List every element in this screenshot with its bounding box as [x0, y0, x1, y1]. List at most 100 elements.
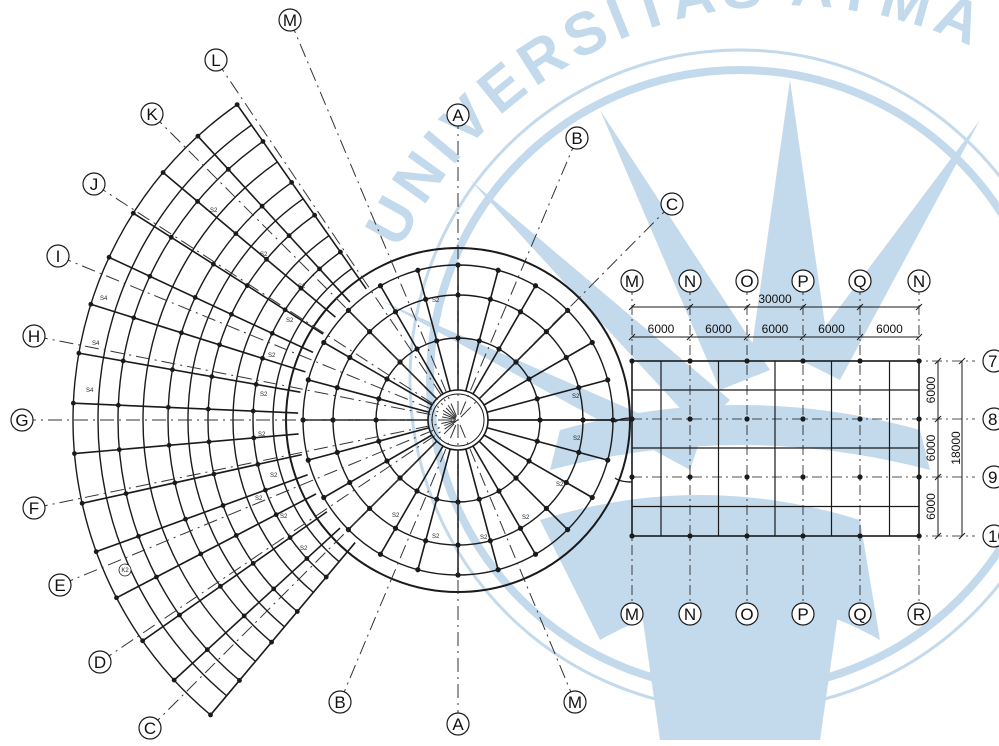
axis-label: G [15, 411, 28, 430]
slab-label: S4 [86, 388, 94, 394]
fan-axis-bubble: K [140, 102, 164, 126]
axis-label: A [452, 106, 464, 125]
fan-axis-bubble: H [22, 324, 46, 348]
watermark-text: UNIVERSITAS ATMA JAYA YO [0, 0, 999, 256]
axis-label: K [146, 105, 158, 124]
bottom-axis-bubble: B [328, 690, 352, 714]
slab-label: S2 [270, 473, 278, 479]
labels-layer: M L K J I H G F E D C A B C B A M M N O P Q N M N O P Q R 7 8 9 10 30000 6… [10, 8, 999, 740]
axis-label: E [54, 576, 65, 595]
grid-row-bubble: 9 [982, 465, 999, 489]
fan-wing-structure [70, 102, 367, 718]
slab-label: S2 [300, 546, 308, 552]
axis-label: M [625, 272, 639, 291]
bay-width-dim: 6000 [705, 322, 732, 336]
slab-label: S4 [92, 341, 100, 347]
fan-axis-bubble: D [88, 650, 112, 674]
axis-label: B [571, 129, 582, 148]
fan-axis-bubble: C [138, 716, 162, 740]
overall-width-dim: 30000 [758, 292, 792, 306]
axis-label: Q [853, 605, 866, 624]
axis-label: H [28, 327, 40, 346]
bottom-axis-bubble: A [446, 712, 470, 736]
axis-label: Q [853, 272, 866, 291]
slab-label: S2 [280, 514, 288, 520]
fan-axis-bubble: G [10, 408, 34, 432]
slab-label: S2 [286, 318, 294, 324]
axis-label: O [740, 605, 753, 624]
axis-label: C [666, 195, 678, 214]
row-label: 10 [988, 527, 999, 546]
bay-width-dim: 6000 [762, 322, 789, 336]
fan-axis-bubble: J [82, 172, 106, 196]
grid-bottom-bubble: O [735, 602, 759, 626]
slab-label: S2 [556, 482, 564, 488]
dimension-lines [628, 303, 966, 540]
axis-label: F [29, 499, 39, 518]
axis-label: N [913, 272, 925, 291]
bay-width-dim: 6000 [648, 322, 675, 336]
axis-label: R [913, 605, 925, 624]
grid-bottom-bubble: N [678, 602, 702, 626]
bay-width-dim: 6000 [818, 322, 845, 336]
slab-label: S2 [260, 392, 268, 398]
slab-label: S2 [268, 353, 276, 359]
grid-top-bubble: O [735, 269, 759, 293]
axis-label: L [211, 51, 220, 70]
grid-top-bubble: N [907, 269, 931, 293]
axis-label: J [90, 175, 99, 194]
grid-top-bubble: P [791, 269, 815, 293]
bottom-axis-bubble: M [563, 690, 587, 714]
axis-label: O [740, 272, 753, 291]
grid-row-bubble: 7 [982, 349, 999, 373]
bay-width-dim: 6000 [876, 322, 903, 336]
grid-top-bubble: Q [848, 269, 872, 293]
grid-row-bubble: 8 [982, 407, 999, 431]
svg-text:UNIVERSITAS ATMA JAYA YO: UNIVERSITAS ATMA JAYA YO [0, 0, 999, 256]
slab-label: S2 [392, 513, 400, 519]
axis-label: P [797, 605, 808, 624]
axis-label: N [684, 272, 696, 291]
row-label: 9 [988, 468, 997, 487]
axis-label: A [452, 715, 464, 734]
grid-bottom-bubble: Q [848, 602, 872, 626]
row-label: 7 [988, 352, 997, 371]
grid-bottom-bubble: R [907, 602, 931, 626]
grid-top-bubble: M [620, 269, 644, 293]
circle-axis-bubble: A [446, 103, 470, 127]
overall-height-dim: 18000 [949, 431, 963, 465]
slab-label: S2 [432, 298, 440, 304]
fan-axis-bubble: E [48, 573, 72, 597]
axis-label: N [684, 605, 696, 624]
slab-label: S4 [100, 296, 108, 302]
rectangular-grid [614, 285, 975, 615]
grid-bottom-bubble: P [791, 602, 815, 626]
axis-label: I [56, 247, 61, 266]
grid-bottom-bubble: M [620, 602, 644, 626]
slab-label: S2 [522, 515, 530, 521]
slab-label: S2 [255, 496, 263, 502]
slab-label: S2 [210, 208, 218, 214]
axis-label: M [625, 605, 639, 624]
grid-top-bubble: N [678, 269, 702, 293]
fan-axis-bubble: M [278, 8, 302, 32]
slab-label: S2 [572, 394, 580, 400]
slab-label: S2 [432, 534, 440, 540]
axis-label: P [797, 272, 808, 291]
row-spacing-dim: 6000 [924, 376, 938, 403]
slab-label: S2 [480, 535, 488, 541]
slab-label: S2 [573, 436, 581, 442]
slab-label: S2 [258, 432, 266, 438]
row-label: 8 [988, 410, 997, 429]
slab-label: S2 [260, 252, 268, 258]
svg-text:K2: K2 [121, 568, 129, 574]
fan-axis-bubble: F [22, 496, 46, 520]
fan-axis-bubble: L [204, 48, 228, 72]
grid-row-bubble: 10 [982, 524, 999, 548]
axis-label: M [568, 693, 582, 712]
slab-label: S2 [298, 284, 306, 290]
axis-label: D [94, 653, 106, 672]
row-spacing-dim: 6000 [924, 493, 938, 520]
circle-axis-bubble: B [565, 126, 589, 150]
